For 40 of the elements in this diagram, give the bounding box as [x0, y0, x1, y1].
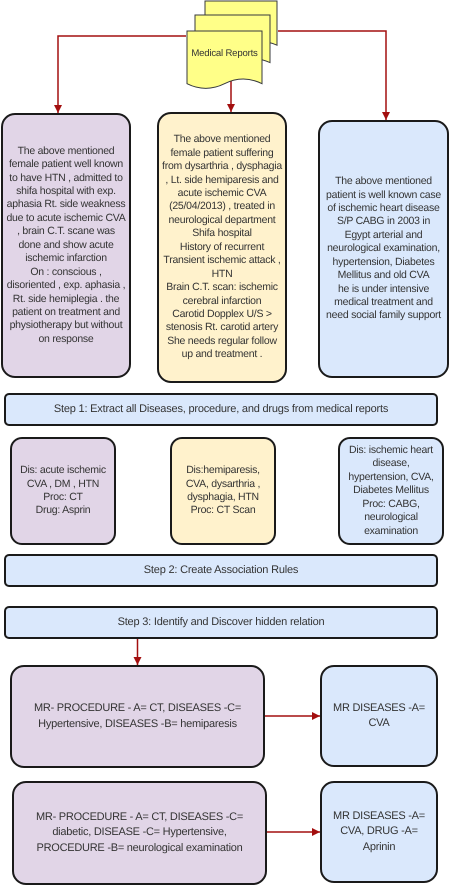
- extracted-terms: Proc: CABG, neurological examination: [361, 498, 421, 538]
- report-text: Brain C.T. scan: ischemic cerebral infarction: [165, 281, 279, 308]
- extracted-terms: Drug: Asprin: [36, 504, 90, 518]
- result-text: MR DISEASES -A= CVA, DRUG -A= Aprinin: [332, 808, 426, 855]
- step-label: Step 3: Identify and Discover hidden relation: [118, 615, 324, 630]
- arrow: [267, 828, 320, 836]
- report-text: History of recurrent Transient ischemic attack , HTN: [162, 240, 282, 282]
- extracted-terms: Proc: CT Scan: [190, 504, 256, 518]
- extracted-terms: Dis:hemiparesis, CVA, dysarthria , dysphagia, HTN: [184, 464, 262, 504]
- arrow: [54, 35, 186, 113]
- extracted-terms: Proc: CT: [43, 491, 83, 504]
- result-box: [320, 781, 438, 883]
- summary-card: [338, 437, 444, 545]
- extracted-terms: Dis: ischemic heart disease, hypertension, CVA, Diabetes Mellitus: [347, 444, 435, 498]
- extracted-terms: Dis: acute ischemic CVA , DM , HTN: [19, 464, 107, 491]
- arrow: [134, 639, 142, 665]
- step-label: Step 1: Extract all Diseases, procedure, and drugs from medical reports: [54, 402, 388, 417]
- arrow: [265, 712, 320, 720]
- rule-text: MR- PROCEDURE - A= CT, DISEASES -C= Hypertensive, DISEASES -B= hemiparesis: [32, 701, 242, 732]
- report-text: She needs regular follow up and treatment .: [166, 334, 278, 362]
- report-text: The above mentioned female patient suffering from dysarthria , dysphagia , Lt. side hemiparesis and acute ischemic CVA (25/04/2013) , treated in neurological department Shifa hospital: [162, 133, 282, 241]
- arrow: [227, 81, 235, 112]
- report-text: On : conscious , disoriented , exp. aphasia , Rt. side hemiplegia . the patient on treatment and physiotherapy but without on response: [6, 266, 126, 346]
- report-text: Carotid Dopplex U/S > stenosis Rt. carotid artery: [164, 308, 280, 335]
- summary-card: [170, 437, 276, 545]
- result-text: MR DISEASES -A= CVA: [332, 700, 426, 731]
- report-text: The above mentioned patient is well known case of ischemic heart disease: [325, 175, 442, 216]
- report-text: he is under intensive medical treatment and need social family support: [325, 282, 442, 323]
- document-title: Medical Reports: [190, 48, 259, 60]
- summary-card: [10, 437, 116, 545]
- step-bar: [4, 606, 438, 639]
- report-text: The above mentioned female patient well known to have HTN , admitted to shifa hospital with exp. aphasia Rt. side weakness due to acute ischemic CVA , brain C.T. scane was done and show acute ischemic infarction: [6, 144, 126, 266]
- step-bar: [4, 554, 438, 587]
- step-bar: [4, 393, 438, 426]
- report-card: [318, 120, 449, 378]
- step-label: Step 2: Create Association Rules: [144, 563, 298, 578]
- report-card: [157, 112, 287, 383]
- result-box: [320, 665, 438, 767]
- rule-text: MR- PROCEDURE - A= CT, DISEASES -C= diabetic, DISEASE -C= Hypertensive, PROCEDURE -B= neurological examination: [34, 810, 244, 856]
- report-card: [1, 113, 131, 378]
